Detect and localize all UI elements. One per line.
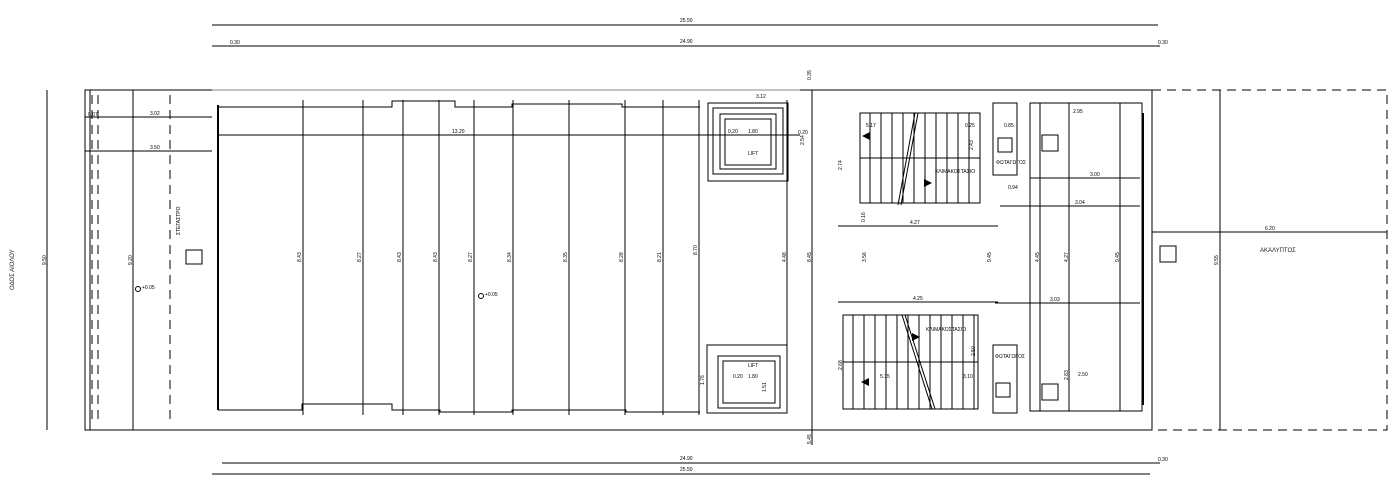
dim: 2.95 [1073, 109, 1083, 115]
dim-top-edge-right: 0.30 [1158, 40, 1168, 46]
hall-dim: 8.35 [563, 252, 569, 262]
stair-bottom: ΚΛΙΜΑΚΟΣΤΑΣΙΟ 4.25 5.15 3.10 2.68 2.50 [838, 296, 998, 410]
hall-dim: 8.43 [297, 252, 303, 262]
lift-label: LIFT [748, 363, 758, 369]
left-street: ΟΔΟΣ ΑΙΟΛΟΥ 9.50 9.20 ΣΤΕΓΑΣΤΡΟ 0.07 3.0… [10, 89, 1153, 431]
dim-height-total: 9.50 [42, 255, 48, 265]
dim: 5.45 [807, 434, 813, 444]
lightwell-top: ΦΩΤΑΓΩΓΟΣ 0.85 2.95 3.00 3.04 0.94 [992, 102, 1140, 207]
dim-height-inner: 9.20 [128, 255, 134, 265]
dim-bottom-sub: 24.90 [680, 456, 693, 462]
dim: 5.17 [866, 123, 876, 129]
dim: 3.12 [756, 94, 766, 100]
dim: 4.45 [1035, 252, 1041, 262]
dim-top-total: 25.50 [680, 18, 693, 24]
level-left: +0.05 [142, 285, 155, 291]
lift-bottom: LIFT 0.20 1.80 1.76 1.51 [700, 344, 788, 414]
stair-top: ΚΛΙΜΑΚΟΣΤΑΣΙΟ 5.17 0.25 2.74 2.43 4.27 0… [838, 112, 998, 227]
dim: 0.35 [807, 70, 813, 80]
dim: 2.50 [1078, 372, 1088, 378]
corridor: 0.35 8.45 5.45 3.56 9.45 [807, 70, 993, 445]
main-hall: 13.20 +0.05 [212, 89, 800, 415]
hall-dim: 8.28 [619, 252, 625, 262]
dim: 13.20 [452, 129, 465, 135]
stair-label: ΚΛΙΜΑΚΟΣΤΑΣΙΟ [935, 169, 975, 175]
lightwell-bottom: ΦΩΤΑΓΩΓΟΣ 3.03 2.50 2.83 [992, 297, 1140, 414]
dim: 9.45 [987, 252, 993, 262]
dim: 0.16 [861, 212, 867, 222]
hall-dim: 8.70 [693, 245, 699, 255]
dim: 3.10 [963, 374, 973, 380]
stair-label: ΚΛΙΜΑΚΟΣΤΑΣΙΟ [926, 327, 966, 333]
dim: 2.43 [969, 140, 975, 150]
level-mid: +0.05 [485, 292, 498, 298]
dim: 2.74 [838, 160, 844, 170]
dim-top-edge-left: 0.30 [230, 40, 240, 46]
dim: 1.76 [700, 375, 706, 385]
dim: 3.00 [1090, 172, 1100, 178]
dim: 4.48 [782, 252, 788, 262]
dim: 0.20 [733, 374, 743, 380]
dim: 3.02 [150, 111, 160, 117]
dim: 4.25 [913, 296, 923, 302]
dim-bottom-edge: 0.30 [1158, 457, 1168, 463]
top-dimensions: 25.50 0.30 24.90 0.30 [212, 18, 1168, 47]
dim: 0.20 [798, 130, 808, 136]
right-room: 4.45 4.27 9.45 [1029, 102, 1177, 412]
dim: 4.27 [910, 220, 920, 226]
canopy-label: ΣΤΕΓΑΣΤΡΟ [176, 206, 182, 235]
dim: 6.20 [1265, 226, 1275, 232]
dim: 3.04 [1075, 200, 1085, 206]
dim: 0.20 [728, 129, 738, 135]
hall-dim: 8.43 [397, 252, 403, 262]
dim: 8.45 [807, 252, 813, 262]
dim: 1.80 [748, 374, 758, 380]
dim-top-sub: 24.90 [680, 39, 693, 45]
dim: 9.45 [1115, 252, 1121, 262]
dim: 3.50 [150, 145, 160, 151]
dim: 2.68 [838, 360, 844, 370]
dim: 2.83 [1064, 370, 1070, 380]
courtyard: 6.20 ΑΚΑΛΥΠΤΟΣ 9.55 [1152, 89, 1388, 431]
dim: 1.51 [762, 382, 768, 392]
hall-dim: 8.43 [433, 252, 439, 262]
lightwell-label: ΦΩΤΑΓΩΓΟΣ [995, 354, 1025, 360]
hall-dim: 8.34 [507, 252, 513, 262]
dim: 0.85 [1004, 123, 1014, 129]
lightwell-label: ΦΩΤΑΓΩΓΟΣ [996, 160, 1026, 166]
street-label: ΟΔΟΣ ΑΙΟΛΟΥ [10, 249, 16, 290]
hall-dim: 8.21 [657, 252, 663, 262]
dim: 1.80 [748, 129, 758, 135]
dim: 5.15 [880, 374, 890, 380]
dim: 0.07 [88, 112, 98, 118]
courtyard-label: ΑΚΑΛΥΠΤΟΣ [1260, 248, 1296, 254]
dim-bottom-total: 25.50 [680, 467, 693, 473]
dim: 4.27 [1064, 252, 1070, 262]
dim: 9.55 [1214, 255, 1220, 265]
dim: 2.54 [800, 135, 806, 145]
dim: 3.03 [1050, 297, 1060, 303]
dim: 3.56 [862, 252, 868, 262]
bottom-dimensions: 24.90 0.30 25.50 [212, 456, 1168, 475]
lift-label: LIFT [748, 151, 758, 157]
dim: 2.50 [971, 346, 977, 356]
dim: 0.25 [965, 123, 975, 129]
dim: 0.94 [1008, 185, 1018, 191]
hall-dim: 8.27 [468, 252, 474, 262]
hall-dim: 8.27 [357, 252, 363, 262]
hall-dimensions: 8.43 8.27 8.43 8.43 8.27 8.34 8.35 8.28 … [297, 245, 699, 262]
